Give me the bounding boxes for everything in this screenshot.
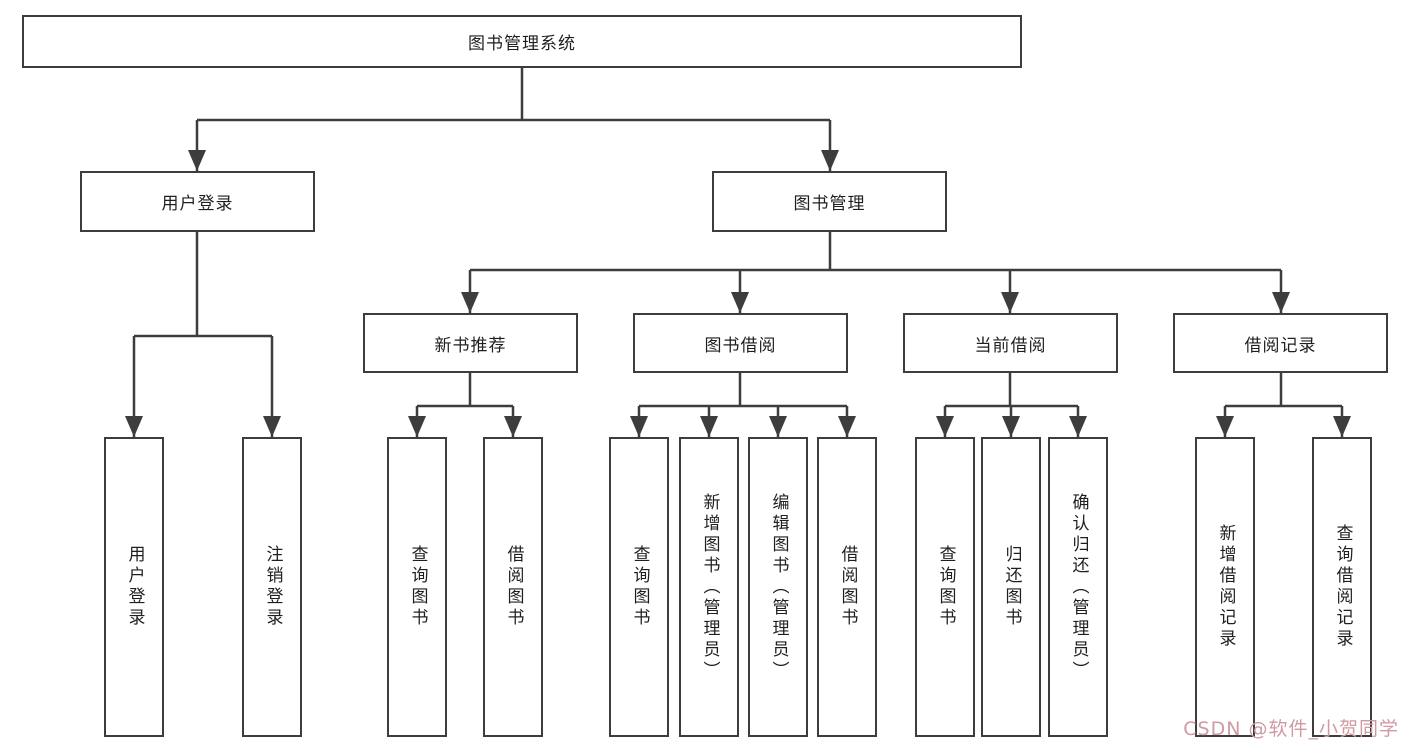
node-label: 用户登录 — [124, 545, 145, 629]
leaf-logout: 注销登录 — [242, 437, 302, 737]
leaf-query-borrow-record: 查询借阅记录 — [1312, 437, 1372, 737]
node-label: 注销登录 — [262, 545, 283, 629]
node-user-login-branch: 用户登录 — [80, 171, 315, 232]
node-new-book-recommend: 新书推荐 — [363, 313, 578, 373]
leaf-edit-books-admin: 编辑图书（管理员） — [748, 437, 808, 737]
node-label: 确认归还（管理员） — [1068, 492, 1089, 682]
node-label: 查询图书 — [629, 545, 650, 629]
leaf-query-books-1: 查询图书 — [387, 437, 447, 737]
node-label: 新增借阅记录 — [1215, 524, 1236, 650]
leaf-borrow-books-2: 借阅图书 — [817, 437, 877, 737]
node-book-borrow: 图书借阅 — [633, 313, 848, 373]
leaf-confirm-return-admin: 确认归还（管理员） — [1048, 437, 1108, 737]
node-label: 图书管理系统 — [468, 34, 576, 54]
node-label: 借阅图书 — [837, 545, 858, 629]
leaf-query-books-2: 查询图书 — [609, 437, 669, 737]
leaf-return-books: 归还图书 — [981, 437, 1041, 737]
node-label: 图书借阅 — [704, 335, 777, 356]
node-label: 查询图书 — [407, 545, 428, 629]
node-root-system: 图书管理系统 — [22, 15, 1022, 68]
node-label: 新书推荐 — [434, 335, 507, 356]
node-label: 借阅图书 — [503, 545, 524, 629]
node-borrow-records: 借阅记录 — [1173, 313, 1388, 373]
node-label: 查询借阅记录 — [1332, 524, 1353, 650]
node-label: 用户登录 — [161, 194, 234, 214]
node-label: 新增图书（管理员） — [699, 492, 720, 682]
leaf-add-borrow-record: 新增借阅记录 — [1195, 437, 1255, 737]
node-label: 图书管理 — [793, 194, 866, 214]
node-label: 归还图书 — [1001, 545, 1022, 629]
leaf-user-login: 用户登录 — [104, 437, 164, 737]
csdn-watermark: CSDN @软件_小贺同学 — [1183, 718, 1399, 740]
node-current-borrow: 当前借阅 — [903, 313, 1118, 373]
leaf-query-books-3: 查询图书 — [915, 437, 975, 737]
node-label: 查询图书 — [935, 545, 956, 629]
node-book-management-branch: 图书管理 — [712, 171, 947, 232]
leaf-add-books-admin: 新增图书（管理员） — [679, 437, 739, 737]
node-label: 借阅记录 — [1244, 335, 1317, 356]
node-label: 当前借阅 — [974, 335, 1047, 356]
leaf-borrow-books-1: 借阅图书 — [483, 437, 543, 737]
node-label: 编辑图书（管理员） — [768, 492, 789, 682]
